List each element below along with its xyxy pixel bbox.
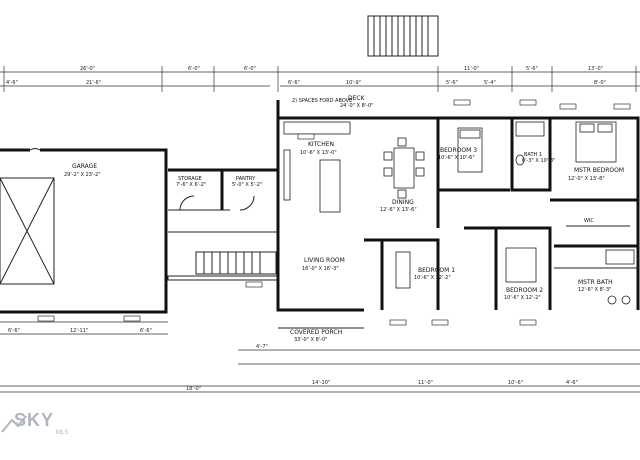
- bedroom1-size: 10'-6" X 12'-2": [414, 275, 451, 281]
- covered-porch: COVERED PORCH 33'-0" X 8'-0": [290, 329, 342, 343]
- dim-top-1: 26'-0": [80, 66, 95, 72]
- master-bath: MSTR BATH 12'-6" X 8'-3": [578, 249, 635, 305]
- dim-bottom-2: 12'-11": [70, 328, 88, 334]
- pantry-label: PANTRY: [236, 176, 256, 182]
- dim-bottom-9: 18'-0": [186, 386, 201, 392]
- dim-bottom-8: 4'-6": [566, 380, 578, 386]
- living-room: LIVING ROOM 16'-0" X 16'-3": [302, 257, 345, 272]
- storage-label: STORAGE: [178, 176, 202, 182]
- dim-bottom-1: 6'-6": [8, 328, 20, 334]
- mstr-bed-size: 12'-0" X 13'-8": [568, 176, 605, 182]
- dim-top-6: 5'-6": [526, 66, 538, 72]
- mstr-bed-label: MSTR BEDROOM: [574, 167, 624, 174]
- dining-size: 12'-6" X 13'-6": [380, 207, 417, 213]
- porch-label: COVERED PORCH: [290, 329, 342, 336]
- dining-table: DINING 12'-6" X 13'-6": [380, 137, 425, 213]
- pantry-size: 5'-0" X 5'-2": [232, 182, 262, 188]
- dim-top-4: 10'-9": [346, 80, 361, 86]
- mstr-bath-size: 12'-6" X 8'-3": [578, 287, 611, 293]
- garage-size: 29'-2" X 23'-2": [64, 172, 101, 178]
- dim-sub-1: 4'-6": [6, 80, 18, 86]
- mstr-bath-label: MSTR BATH: [578, 279, 613, 286]
- garage-label: GARAGE: [72, 163, 97, 170]
- bath1-size: 6'-3" X 10'-3": [522, 158, 555, 164]
- deck-size: 24'-0" X 8'-0": [340, 103, 373, 109]
- dim-bottom-4: 4'-7": [256, 344, 268, 350]
- dim-bottom-3: 6'-6": [140, 328, 152, 334]
- bedroom3-size: 10'-6" X 10'-6": [438, 155, 475, 161]
- deck-label: DECK: [348, 95, 366, 102]
- kitchen-size: 10'-6" X 13'-0": [300, 150, 337, 156]
- bedroom-3: BEDROOM 3 10'-6" X 10'-6": [438, 127, 510, 192]
- kitchen-label: KITCHEN: [308, 141, 334, 148]
- bedroom3-label: BEDROOM 3: [440, 147, 477, 154]
- bedroom2-size: 10'-6" X 12'-2": [504, 295, 541, 301]
- deck-note: 2) SPACES FORD ABOVE: [292, 98, 352, 104]
- bedroom2-label: BEDROOM 2: [506, 287, 543, 294]
- top-dimensions: 26'-0" 6'-0" 6'-0" 10'-9" 11'-0" 5'-6" 1…: [0, 66, 640, 92]
- dim-bottom-7: 10'-6": [508, 380, 523, 386]
- deck: DECK 24'-0" X 8'-0" 2) SPACES FORD ABOVE: [292, 95, 373, 109]
- bottom-dimensions: 6'-6" 12'-11" 6'-6" 4'-7" 14'-10" 11'-0"…: [0, 321, 640, 393]
- dim-sub-5: 5'-4": [484, 80, 496, 86]
- master-bedroom: MSTR BEDROOM 12'-0" X 13'-8": [568, 121, 624, 182]
- dim-sub-2: 21'-6": [86, 80, 101, 86]
- living-size: 16'-0" X 16'-3": [302, 266, 339, 272]
- exterior-stairs: [367, 15, 439, 57]
- dim-sub-3: 6'-6": [288, 80, 300, 86]
- window-tags: [37, 99, 631, 326]
- dim-top-2: 6'-0": [188, 66, 200, 72]
- dim-top-7: 13'-0": [588, 66, 603, 72]
- garage: GARAGE 29'-2" X 23'-2": [0, 148, 168, 314]
- porch-size: 33'-0" X 8'-0": [294, 337, 327, 343]
- bath-1: BATH 1 6'-3" X 10'-3": [515, 121, 555, 166]
- storage-pantry: STORAGE 7'-6" X 6'-2" PANTRY 5'-0" X 5'-…: [167, 168, 280, 281]
- bath1-label: BATH 1: [524, 152, 542, 158]
- logo-sub: MLS: [56, 430, 69, 436]
- storage-size: 7'-6" X 6'-2": [176, 182, 206, 188]
- kitchen: KITCHEN 10'-6" X 13'-0": [283, 121, 351, 213]
- mountain-icon: [1, 415, 27, 433]
- logo-brand: SKY: [14, 410, 55, 430]
- wic-label: WIC: [584, 218, 594, 224]
- wic: WIC: [566, 218, 630, 227]
- dim-top-5: 11'-0": [464, 66, 479, 72]
- dim-sub-6: 8'-0": [594, 80, 606, 86]
- bedroom-2: BEDROOM 2 10'-6" X 12'-2": [504, 247, 543, 301]
- dim-sub-4: 5'-6": [446, 80, 458, 86]
- dining-label: DINING: [392, 199, 414, 206]
- bedroom1-label: BEDROOM 1: [418, 267, 455, 274]
- living-label: LIVING ROOM: [304, 257, 345, 264]
- dim-bottom-6: 11'-0": [418, 380, 433, 386]
- logo: [0, 408, 80, 448]
- bedroom-1: BEDROOM 1 10'-6" X 12'-2": [395, 251, 455, 289]
- dim-top-3: 6'-0": [244, 66, 256, 72]
- dim-bottom-5: 14'-10": [312, 380, 330, 386]
